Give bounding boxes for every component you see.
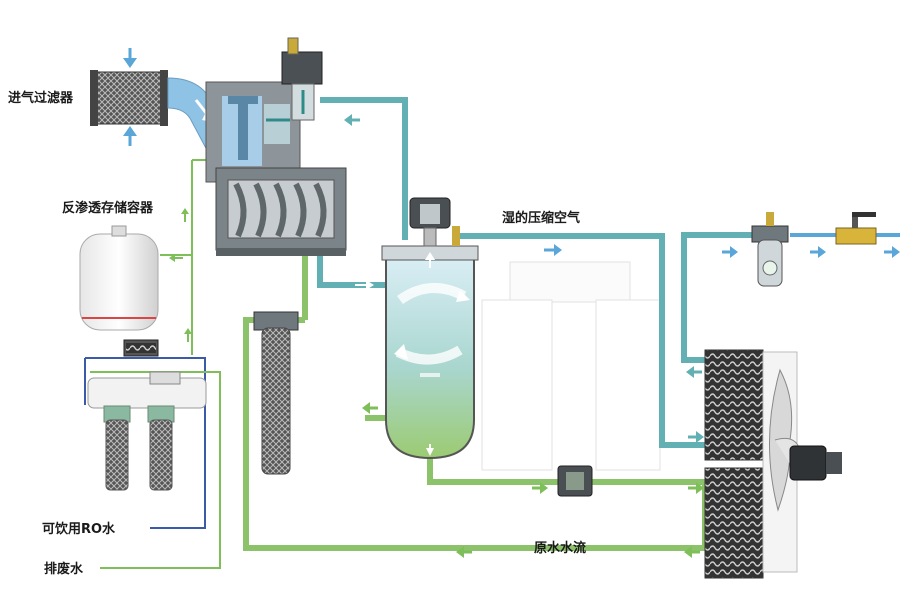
raw-water-arrow-2 (688, 482, 704, 494)
teal-arrow-cooler-lower (688, 431, 704, 443)
raw-water-arrow-1 (532, 482, 548, 494)
separator-vessel (381, 245, 479, 460)
outlet-arrow-3 (884, 246, 900, 258)
outlet-arrow-2 (810, 246, 826, 258)
separator-side-arrow (362, 402, 378, 414)
compressor-return-arrow (344, 114, 360, 126)
ro-filter-unit (87, 339, 207, 491)
intake-arrow-top (123, 48, 137, 68)
label-drain: 排废水 (44, 561, 84, 577)
ball-valve (835, 212, 877, 245)
compressor-motor (281, 37, 323, 121)
outlet-filter (751, 212, 789, 287)
ro-storage-tank (79, 225, 159, 331)
drain-valve (557, 465, 593, 497)
label-drinking-water: 可饮用RO水 (42, 521, 116, 537)
raw-water-arrow-3 (684, 546, 700, 558)
outlet-arrow-1 (722, 246, 738, 258)
wet-air-arrow (544, 244, 562, 256)
raw-water-arrow-4 (456, 546, 472, 558)
separator-outlet-arrow (425, 252, 435, 268)
heat-exchanger (704, 349, 842, 579)
separator-top-valve (409, 197, 460, 247)
ro-line-arrow-up-lower (184, 328, 192, 342)
pre-filter (253, 311, 299, 475)
intake-filter (90, 70, 168, 126)
label-ro-tank: 反渗透存储容器 (62, 200, 154, 216)
ro-plumbing (84, 159, 221, 569)
ro-line-arrow-up (181, 208, 189, 222)
label-raw-water: 原水水流 (534, 540, 586, 556)
separator-inlet-arrow (355, 280, 374, 290)
label-intake-filter: 进气过滤器 (8, 90, 74, 106)
label-wet-air: 湿的压缩空气 (502, 210, 580, 226)
compressor (205, 81, 347, 256)
intake-arrow-bottom (123, 126, 137, 146)
background-housing (481, 261, 661, 471)
separator-drain-arrow (426, 444, 434, 456)
teal-arrow-cooler-upper (686, 366, 702, 378)
ro-line-arrow-left (169, 254, 183, 262)
